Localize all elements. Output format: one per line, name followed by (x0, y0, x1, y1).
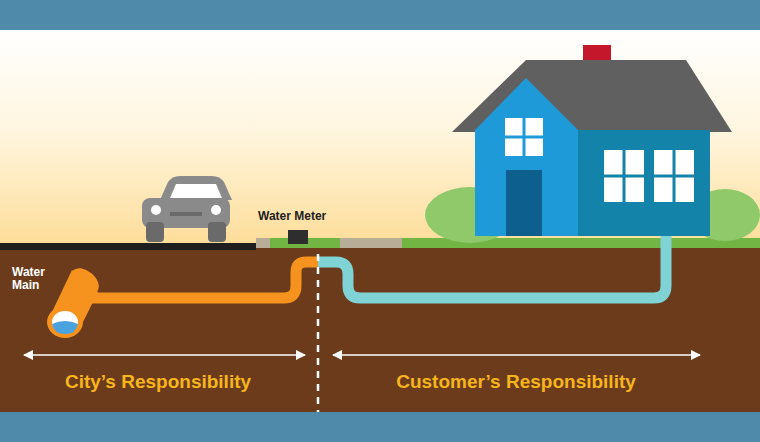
meter-box (288, 230, 308, 244)
zone-label: Customer’s Responsibility (396, 372, 636, 393)
zone-label: City’s Responsibility (65, 372, 251, 393)
main-label: Water Main (12, 266, 56, 292)
property-line (317, 254, 320, 412)
car (142, 176, 232, 242)
house (452, 45, 732, 236)
meter-label: Water Meter (258, 210, 326, 223)
water-main-pipe (47, 263, 104, 338)
